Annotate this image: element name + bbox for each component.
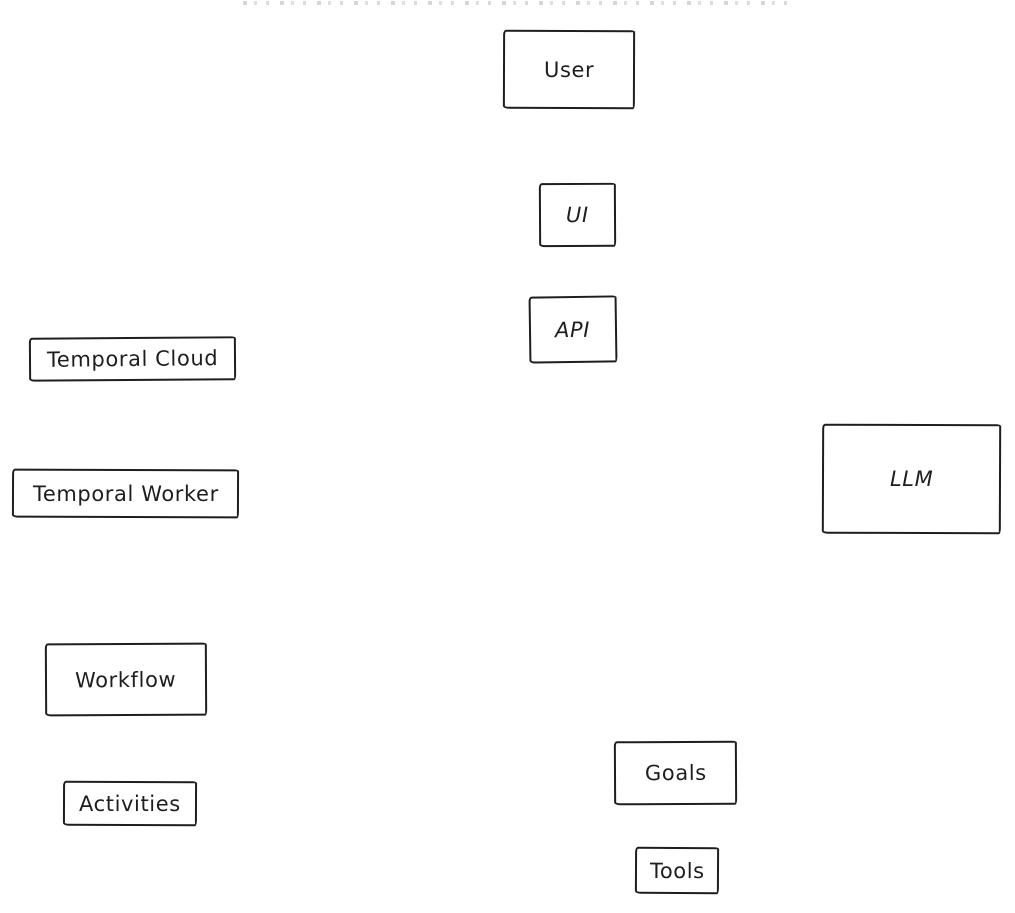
node-activities[interactable]: Activities <box>62 780 198 827</box>
node-llm-label: LLM <box>889 466 934 491</box>
node-api[interactable]: API <box>528 295 618 364</box>
node-ui[interactable]: UI <box>538 182 617 248</box>
node-temporal-worker-label: Temporal Worker <box>32 481 219 506</box>
node-temporal-worker[interactable]: Temporal Worker <box>11 468 240 519</box>
node-temporal-cloud[interactable]: Temporal Cloud <box>28 336 237 382</box>
cropped-text-fragment <box>243 1 791 5</box>
node-tools-label: Tools <box>649 858 705 883</box>
node-tools[interactable]: Tools <box>634 846 720 895</box>
node-goals-label: Goals <box>644 760 707 786</box>
node-api-label: API <box>555 317 591 342</box>
node-user-label: User <box>543 57 595 82</box>
node-workflow-label: Workflow <box>75 667 177 692</box>
node-llm[interactable]: LLM <box>821 423 1002 535</box>
node-user[interactable]: User <box>502 29 636 110</box>
node-temporal-cloud-label: Temporal Cloud <box>46 346 219 372</box>
node-goals[interactable]: Goals <box>613 740 738 806</box>
node-ui-label: UI <box>566 202 589 228</box>
node-activities-label: Activities <box>79 791 181 816</box>
node-workflow[interactable]: Workflow <box>44 642 208 717</box>
